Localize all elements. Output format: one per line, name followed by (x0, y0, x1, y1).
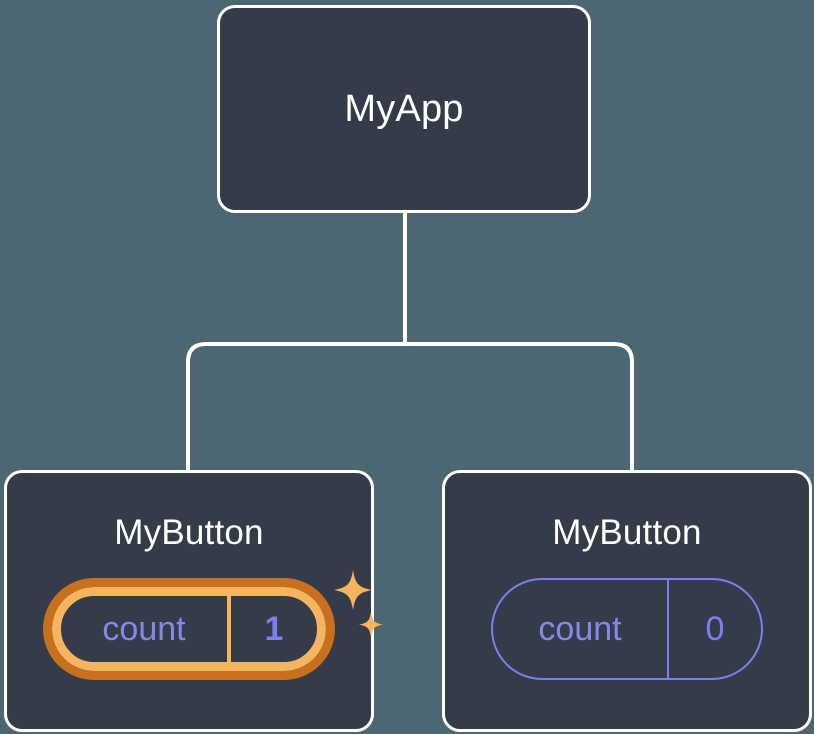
node-myapp[interactable]: MyApp (217, 5, 591, 213)
edge-branch-bus (186, 342, 634, 470)
state-key-left: count (102, 609, 186, 648)
state-pill-left-inner: count 1 (52, 587, 326, 671)
node-mybutton-right[interactable]: MyButton count 0 (442, 470, 812, 732)
sparkle-icons-group (334, 570, 383, 638)
state-key-right: count (538, 609, 622, 648)
node-mybutton-left-title: MyButton (114, 513, 264, 552)
node-mybutton-right-title: MyButton (552, 513, 702, 552)
node-mybutton-left[interactable]: MyButton count 1 (4, 470, 383, 732)
node-myapp-title: MyApp (344, 88, 464, 130)
state-value-right: 0 (667, 580, 761, 678)
state-value-left: 1 (227, 596, 317, 662)
state-pill-right-wrap: count 0 (491, 578, 763, 680)
state-pill-left[interactable]: count 1 (43, 578, 335, 680)
state-pill-right[interactable]: count 0 (491, 578, 763, 680)
sparkle-small-icon (359, 612, 383, 638)
sparkle-large-icon (334, 570, 372, 610)
state-pill-left-wrap: count 1 (43, 570, 383, 680)
